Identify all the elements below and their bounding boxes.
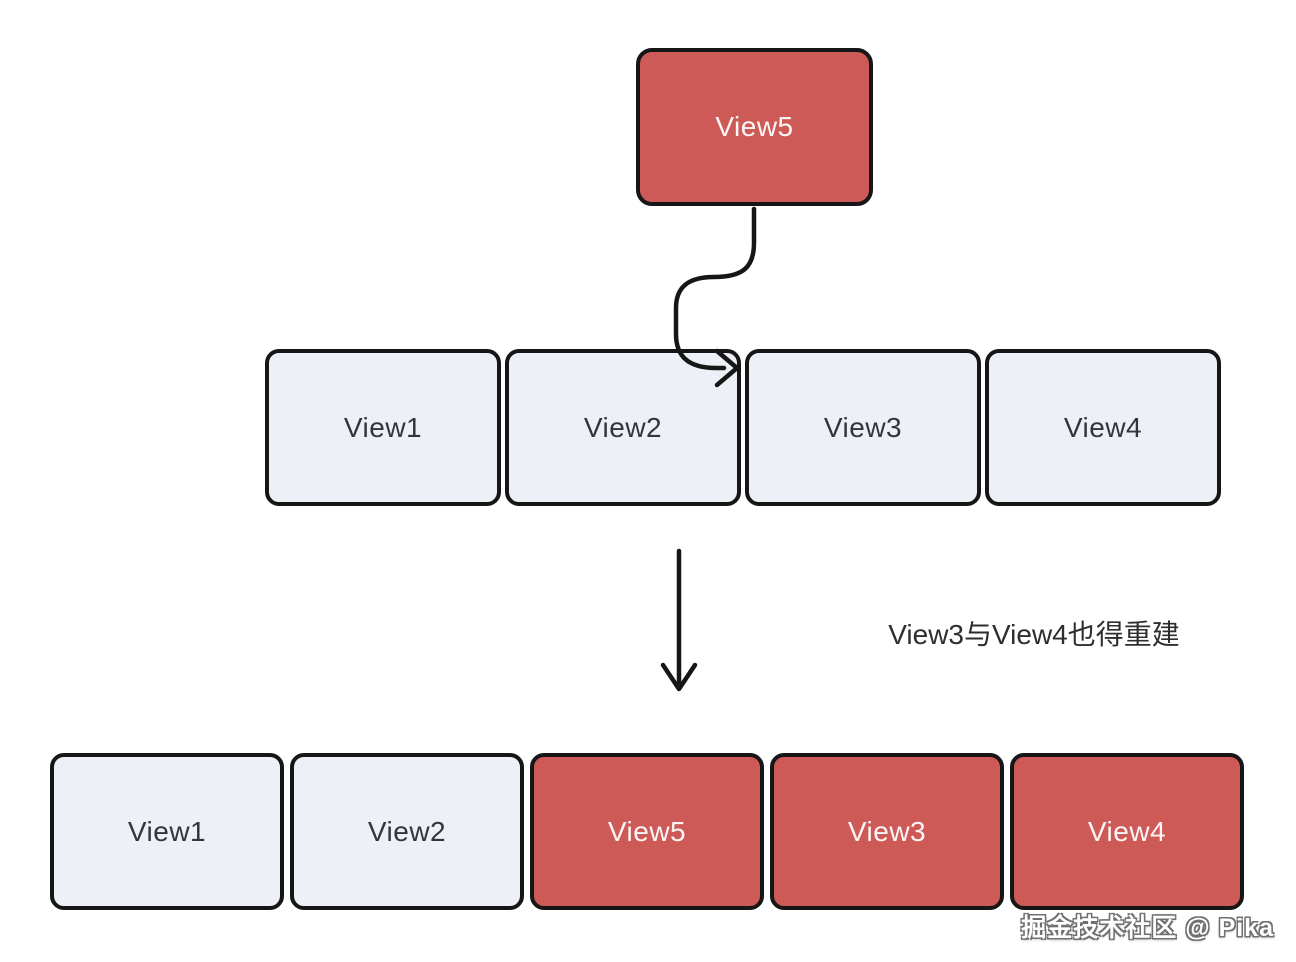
node-after-view2: View2	[290, 753, 524, 910]
node-after-view4-label: View4	[1087, 815, 1167, 847]
node-before-view1: View1	[265, 349, 501, 506]
node-after-view5: View5	[530, 753, 764, 910]
node-view5-top-label: View5	[715, 111, 794, 142]
node-before-view4: View4	[985, 349, 1221, 506]
transform-arrow	[660, 548, 698, 692]
node-before-view3: View3	[745, 349, 981, 506]
node-after-view2-label: View2	[367, 815, 447, 847]
node-after-view1: View1	[50, 753, 284, 910]
watermark: 掘金技术社区 @ Pika	[1021, 914, 1274, 942]
node-before-view3-label: View3	[823, 411, 903, 443]
node-before-view1-label: View1	[343, 411, 423, 443]
node-before-view2: View2	[505, 349, 741, 506]
rebuild-annotation: View3与View4也得重建	[888, 619, 1180, 650]
node-after-view4: View4	[1010, 753, 1244, 910]
transform-arrow-head	[660, 662, 698, 692]
node-view5-top: View5	[636, 48, 873, 206]
node-after-view5-label: View5	[607, 815, 687, 847]
node-after-view3: View3	[770, 753, 1004, 910]
node-after-view1-label: View1	[127, 815, 207, 847]
node-before-view2-label: View2	[583, 411, 663, 443]
node-after-view3-label: View3	[847, 815, 927, 847]
node-before-view4-label: View4	[1063, 411, 1143, 443]
